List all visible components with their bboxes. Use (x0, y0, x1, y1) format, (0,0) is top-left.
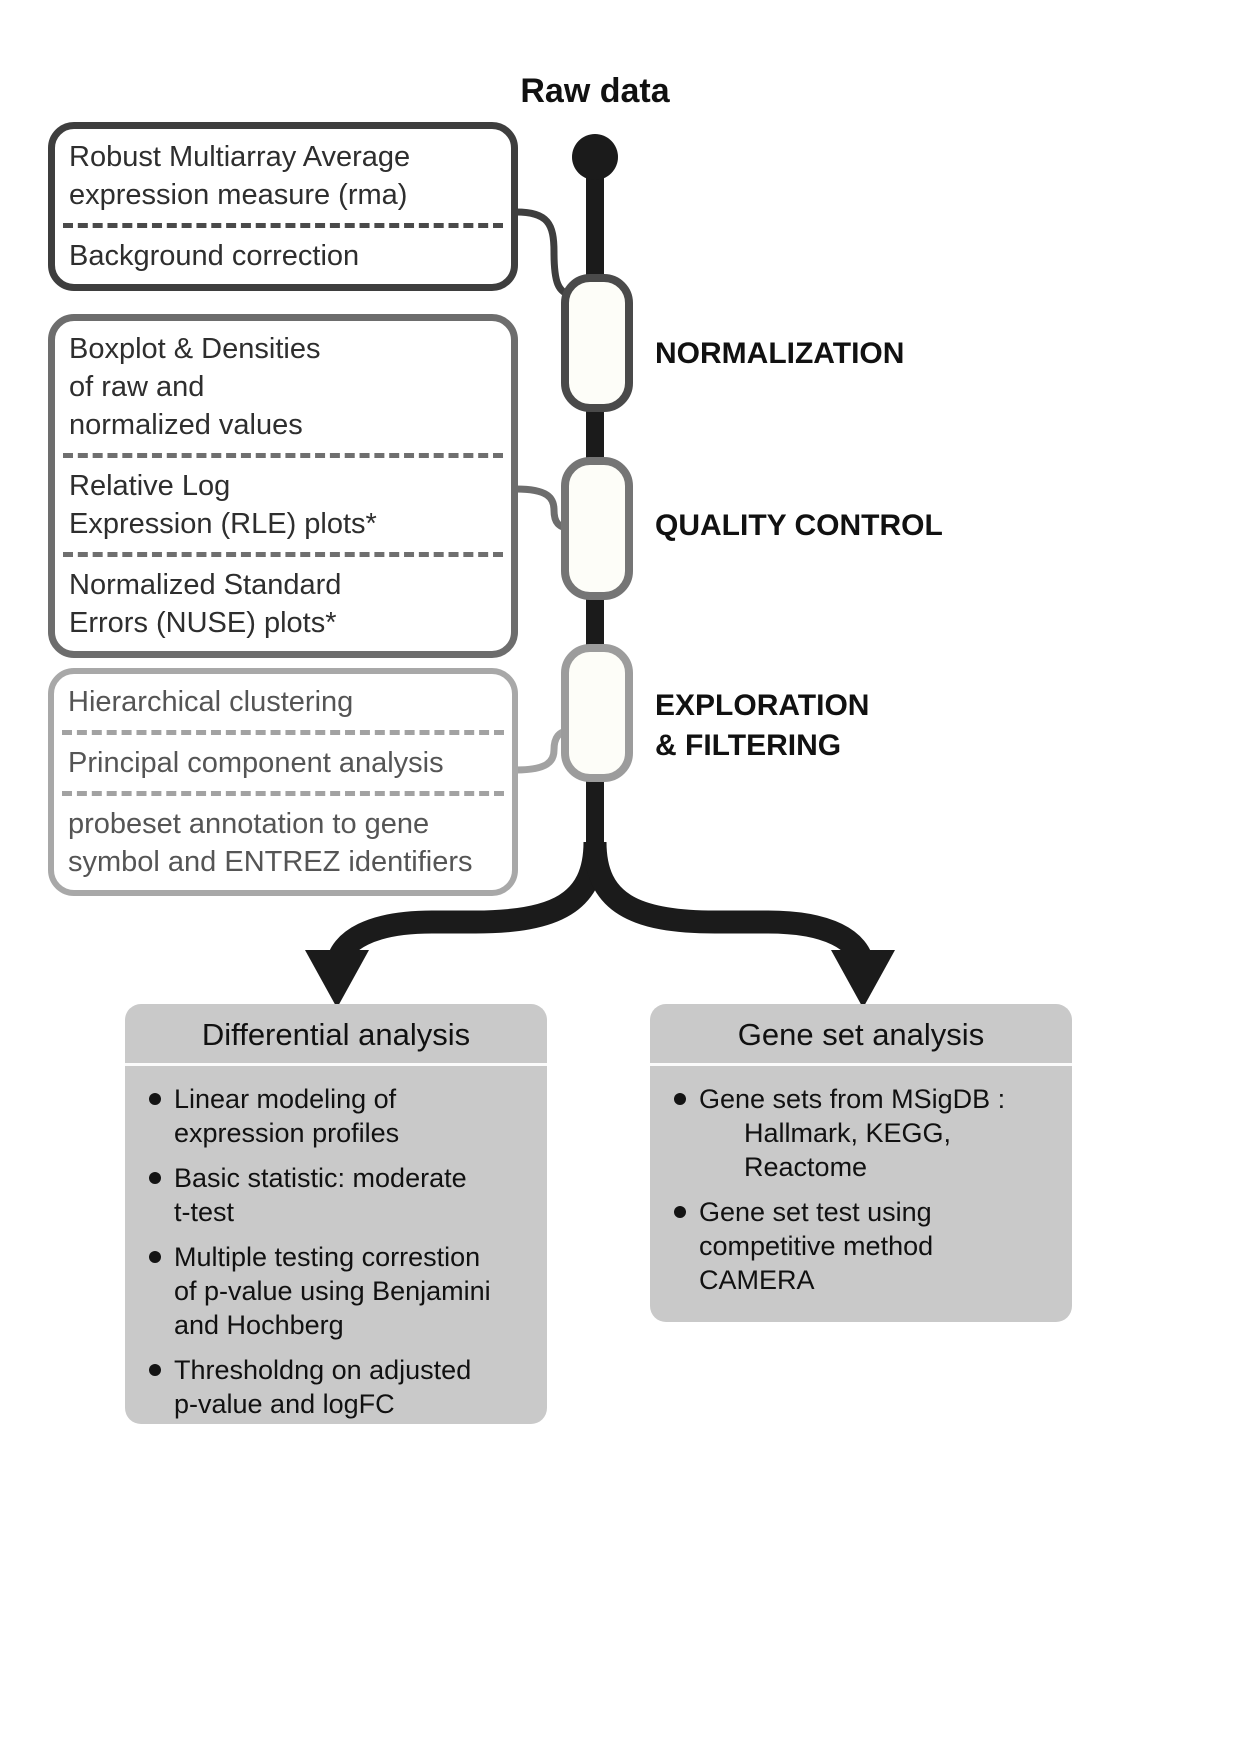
branch-left (325, 841, 607, 969)
arrowhead-left-icon (305, 950, 369, 1008)
bullet-dot-icon (149, 1251, 161, 1263)
pipeline-item: probeset annotation to gene symbol and E… (68, 808, 473, 878)
stage-label-exploration: EXPLORATION & FILTERING (655, 689, 870, 762)
gene-set-analysis-bullets: Gene sets from MSigDB : Hallmark, KEGG, … (650, 1066, 1072, 1297)
raw-data-label: Raw data (520, 72, 670, 110)
box-exploration: Hierarchical clustering Principal compon… (48, 668, 518, 896)
bullet-dot-icon (149, 1172, 161, 1184)
branch-right (583, 841, 875, 969)
dashed-divider (63, 552, 503, 557)
connector-normalization (515, 208, 573, 299)
pipeline-item: Principal component analysis (68, 747, 444, 779)
bullet-dot-icon (674, 1093, 686, 1105)
dashed-divider (63, 223, 503, 228)
pipeline-item: Robust Multiarray Average expression mea… (69, 141, 411, 211)
differential-analysis-box: Differential analysis Linear modeling of… (125, 1004, 547, 1424)
pipeline-item: Boxplot & Densities of raw and normalize… (69, 333, 321, 441)
gene-set-analysis-title: Gene set analysis (737, 1017, 985, 1052)
bullet-dot-icon (674, 1206, 686, 1218)
bullet-text: Multiple testing correstion of p-value u… (174, 1242, 491, 1340)
pipeline-item: Normalized Standard Errors (NUSE) plots* (69, 569, 342, 639)
bullet-item: Multiple testing correstion of p-value u… (149, 1240, 531, 1342)
bullet-text: Gene sets from MSigDB : Hallmark, KEGG, … (699, 1084, 1006, 1182)
raw-data-dot (572, 134, 618, 180)
bullet-item: Gene sets from MSigDB : Hallmark, KEGG, … (674, 1082, 1056, 1184)
node-quality-control (561, 457, 633, 600)
pipeline-item: Background correction (69, 240, 360, 272)
stage-label-normalization: NORMALIZATION (655, 337, 905, 370)
bullet-text: Gene set test using competitive method C… (699, 1197, 934, 1295)
bullet-dot-icon (149, 1364, 161, 1376)
bullet-item: Thresholdng on adjusted p-value and logF… (149, 1353, 531, 1421)
dashed-divider (62, 791, 504, 796)
title-underline (125, 1063, 547, 1066)
node-normalization (561, 274, 633, 412)
box-quality-control: Boxplot & Densities of raw and normalize… (48, 314, 518, 658)
box-normalization: Robust Multiarray Average expression mea… (48, 122, 518, 291)
bullet-item: Gene set test using competitive method C… (674, 1195, 1056, 1297)
differential-analysis-bullets: Linear modeling of expression profiles B… (125, 1066, 547, 1421)
gene-set-analysis-box: Gene set analysis Gene sets from MSigDB … (650, 1004, 1072, 1322)
bullet-text: Linear modeling of expression profiles (174, 1084, 400, 1148)
stage-label-quality-control: QUALITY CONTROL (655, 509, 943, 542)
bullet-item: Linear modeling of expression profiles (149, 1082, 531, 1150)
bullet-text: Thresholdng on adjusted p-value and logF… (174, 1355, 472, 1419)
pipeline-item: Hierarchical clustering (68, 686, 354, 718)
bullet-text: Basic statistic: moderate t-test (174, 1163, 467, 1227)
bullet-item: Basic statistic: moderate t-test (149, 1161, 531, 1229)
pipeline-item: Relative Log Expression (RLE) plots* (69, 470, 377, 540)
node-exploration (561, 644, 633, 782)
title-underline (650, 1063, 1072, 1066)
differential-analysis-title: Differential analysis (201, 1017, 471, 1052)
dashed-divider (63, 453, 503, 458)
bullet-dot-icon (149, 1093, 161, 1105)
dashed-divider (62, 730, 504, 735)
arrowhead-right-icon (831, 950, 895, 1008)
